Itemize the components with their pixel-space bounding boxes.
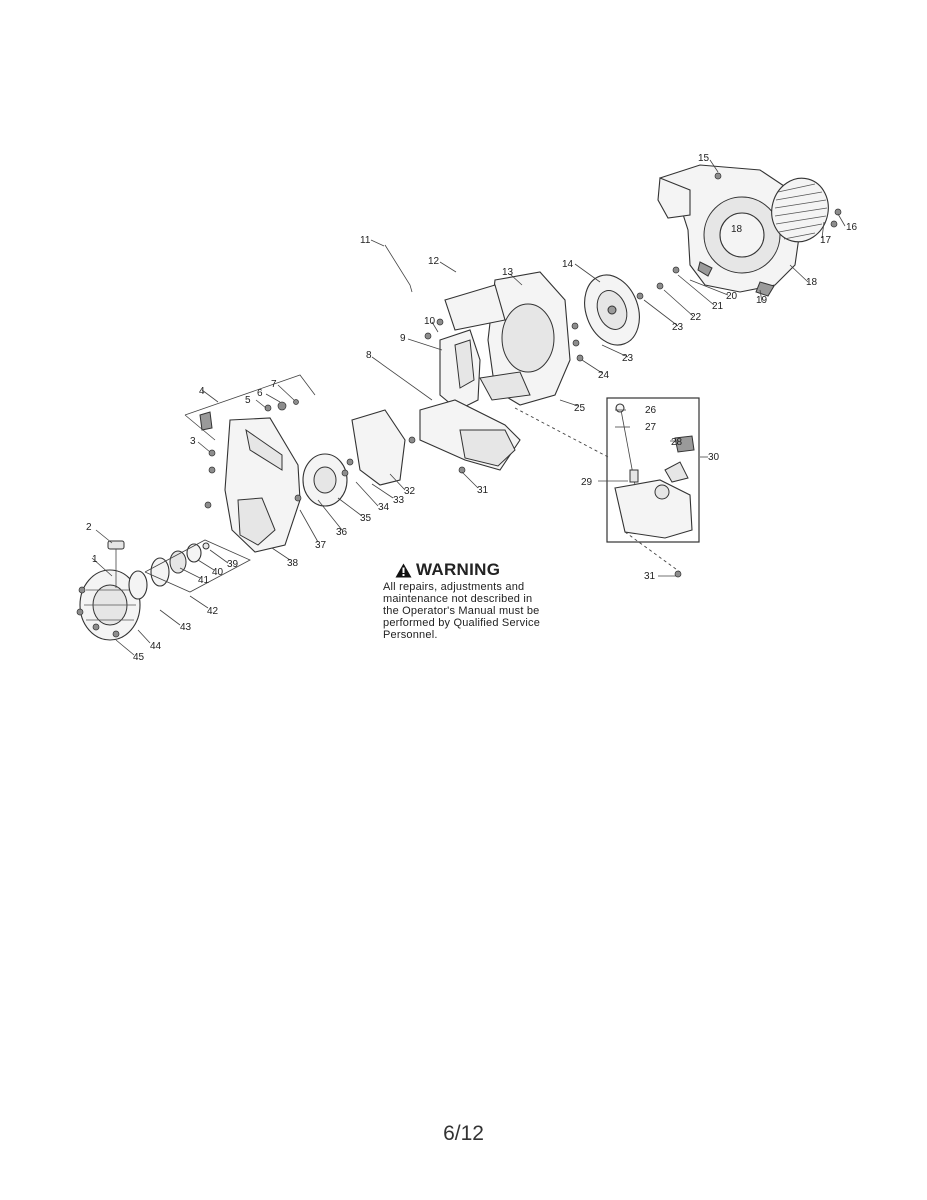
part-label: 32 [404, 486, 416, 497]
starter-pulley [128, 539, 251, 600]
part-label: 15 [698, 153, 710, 164]
leader-lines [91, 159, 846, 656]
air-tube [419, 399, 521, 471]
tank-screw-dashed [624, 531, 681, 573]
blower-grille [771, 177, 829, 243]
part-label: 31 [644, 571, 656, 582]
kit-bracket-4 [184, 374, 316, 441]
part-label: 12 [428, 256, 440, 267]
part-label: 34 [378, 502, 390, 513]
fuel-line-dashed [514, 407, 611, 459]
part-label: 19 [756, 295, 768, 306]
part-label: 29 [581, 477, 593, 488]
part-label: 10 [424, 316, 436, 327]
warning-line: maintenance not described in [383, 593, 533, 605]
part-labels: 1 2 3 4 5 6 7 8 9 10 11 12 13 14 15 16 1… [86, 153, 858, 663]
part-label: 45 [133, 652, 145, 663]
part-label: 39 [227, 559, 239, 570]
part-label: 25 [574, 403, 586, 414]
part-label: 20 [726, 291, 738, 302]
warning-title: WARNING [395, 560, 593, 580]
part-label: 22 [690, 312, 702, 323]
part-label: 31 [477, 485, 489, 496]
part-label: 23 [622, 353, 634, 364]
part-label: 13 [502, 267, 514, 278]
warning-notice: WARNING All repairs, adjustments and mai… [383, 560, 593, 641]
impeller [584, 274, 640, 346]
part-label: 37 [315, 540, 327, 551]
part-label: 17 [820, 235, 832, 246]
warning-title-text: WARNING [416, 560, 501, 579]
part-label: 41 [198, 575, 210, 586]
part-label: 2 [86, 522, 92, 533]
warning-line: performed by Qualified Service [383, 617, 541, 629]
part-label: 21 [712, 301, 724, 312]
blower-housing [657, 164, 801, 297]
warning-line: All repairs, adjustments and [383, 581, 525, 593]
part-label: 14 [562, 259, 574, 270]
page-number: 6/12 [443, 1122, 484, 1145]
hardware [76, 172, 842, 638]
part-label: 18 [731, 224, 743, 235]
part-label: 42 [207, 606, 219, 617]
part-label: 1 [92, 554, 98, 565]
cylinder-shroud [351, 409, 406, 486]
part-label: 18 [806, 277, 818, 288]
warning-text: All repairs, adjustments and maintenance… [383, 581, 593, 641]
part-label: 6 [257, 388, 263, 399]
warning-triangle-icon [395, 563, 412, 577]
part-label: 44 [150, 641, 162, 652]
flywheel [302, 453, 348, 507]
part-label: 9 [400, 333, 406, 344]
engine-housing [439, 329, 481, 411]
part-label: 36 [336, 527, 348, 538]
part-label: 8 [366, 350, 372, 361]
part-label: 28 [671, 437, 683, 448]
part-label: 40 [212, 567, 224, 578]
part-label: 16 [846, 222, 858, 233]
part-label: 27 [645, 422, 657, 433]
part-label: 33 [393, 495, 405, 506]
part-label: 23 [672, 322, 684, 333]
starter-cover [79, 569, 141, 641]
part-label: 11 [360, 235, 371, 246]
throttle-rod [384, 244, 413, 293]
part-label: 5 [245, 395, 251, 406]
part-label: 7 [271, 379, 277, 390]
part-label: 30 [708, 452, 720, 463]
part-label: 38 [287, 558, 299, 569]
warning-line: Personnel. [383, 629, 438, 641]
part-label: 43 [180, 622, 192, 633]
part-label: 4 [199, 386, 205, 397]
fan-housing [444, 271, 571, 406]
fuel-tank-inset [606, 397, 700, 543]
rear-housing [224, 417, 301, 553]
part-label: 24 [598, 370, 610, 381]
part-label: 26 [645, 405, 657, 416]
part-label: 3 [190, 436, 196, 447]
warning-line: the Operator's Manual must be [383, 605, 540, 617]
part-label: 35 [360, 513, 372, 524]
